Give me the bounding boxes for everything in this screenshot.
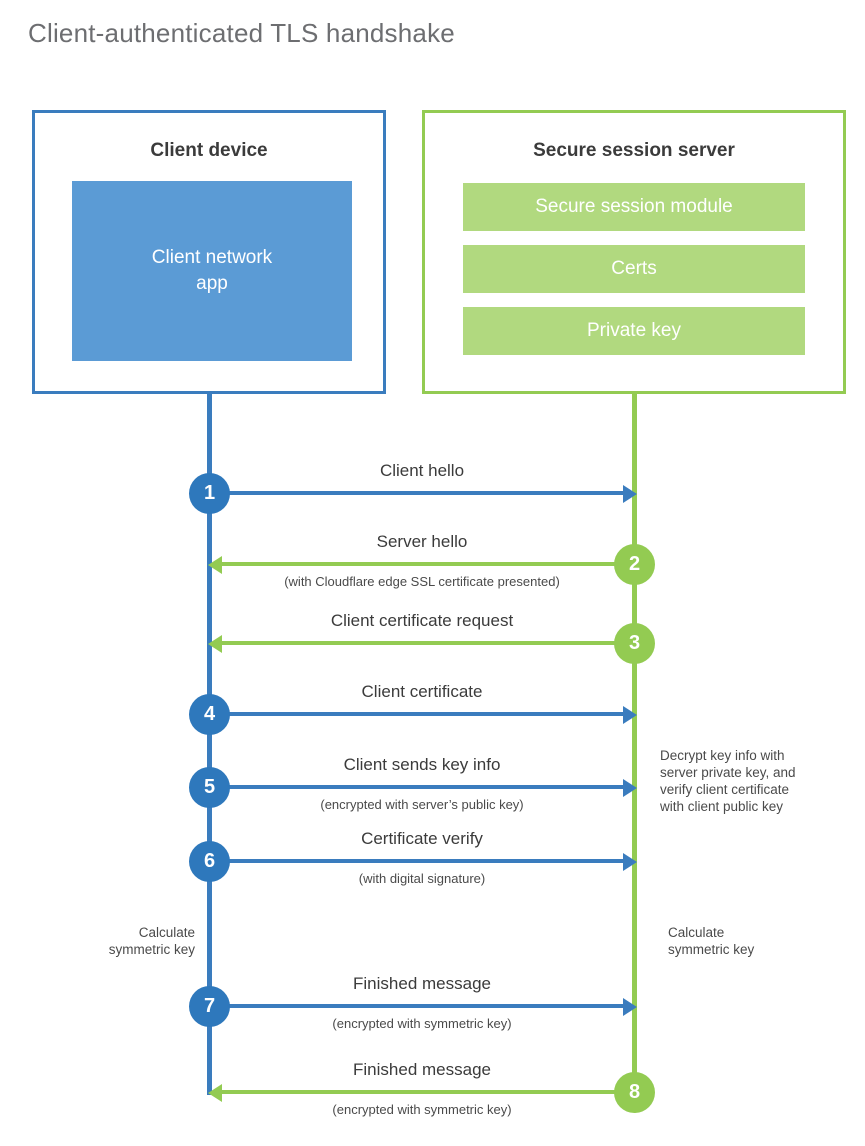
arrow-shaft-8 [218, 1090, 633, 1094]
calculate-symmetric-key-server-note: Calculate symmetric key [668, 924, 843, 958]
server-note-line3: verify client certificate [660, 782, 790, 797]
message-label-7: Finished message [353, 974, 491, 993]
server-component-private-key: Private key [463, 307, 805, 355]
message-sublabel-2: (with Cloudflare edge SSL certificate pr… [284, 574, 560, 589]
message-label-5: Client sends key info [343, 755, 501, 774]
arrow-shaft-5 [210, 785, 625, 789]
message-sublabel-6: (with digital signature) [358, 871, 486, 886]
arrow-shaft-2 [218, 562, 633, 566]
client-lifeline [207, 392, 212, 1095]
arrow-head-right-icon-6 [623, 853, 637, 871]
page-title: Client-authenticated TLS handshake [28, 18, 455, 48]
arrow-shaft-3 [218, 641, 633, 645]
arrow-head-right-icon-7 [623, 998, 637, 1016]
server-decrypt-note: Decrypt key info with server private key… [660, 747, 840, 815]
calc-left-line1: Calculate [138, 925, 195, 940]
arrow-head-left-icon-8 [208, 1084, 222, 1102]
server-note-line1: Decrypt key info with [660, 748, 785, 763]
client-device-title: Client device [150, 140, 268, 161]
step-circle-1: 1 [189, 473, 230, 514]
server-note-line4: with client public key [660, 799, 784, 814]
message-label-4: Client certificate [361, 682, 483, 701]
arrow-head-left-icon-3 [208, 635, 222, 653]
step-circle-6: 6 [189, 841, 230, 882]
arrow-head-left-icon-2 [208, 556, 222, 574]
server-component-secure-session-module: Secure session module [463, 183, 805, 231]
calc-right-line1: Calculate [668, 925, 725, 940]
step-circle-7: 7 [189, 986, 230, 1027]
arrow-shaft-7 [210, 1004, 625, 1008]
step-circle-5: 5 [189, 767, 230, 808]
calculate-symmetric-key-client-note: Calculate symmetric key [40, 924, 195, 958]
step-circle-4: 4 [189, 694, 230, 735]
server-note-line2: server private key, and [660, 765, 796, 780]
calc-left-line2: symmetric key [108, 942, 195, 957]
calc-right-line2: symmetric key [668, 942, 755, 957]
arrow-head-right-icon-4 [623, 706, 637, 724]
message-sublabel-8: (encrypted with symmetric key) [332, 1102, 512, 1117]
client-device-box: Client device Client network app [32, 110, 386, 394]
client-app-label-line2: app [196, 273, 228, 294]
message-label-8: Finished message [353, 1060, 491, 1079]
arrow-shaft-4 [210, 712, 625, 716]
step-circle-2: 2 [614, 544, 655, 585]
arrow-head-right-icon-1 [623, 485, 637, 503]
server-component-certs: Certs [463, 245, 805, 293]
message-label-3: Client certificate request [330, 611, 514, 630]
secure-session-server-box: Secure session server Secure session mod… [422, 110, 846, 394]
step-circle-3: 3 [614, 623, 655, 664]
arrow-shaft-1 [210, 491, 625, 495]
arrow-head-right-icon-5 [623, 779, 637, 797]
client-app-label-line1: Client network [151, 247, 273, 268]
step-circle-8: 8 [614, 1072, 655, 1113]
message-sublabel-5: (encrypted with server’s public key) [320, 797, 524, 812]
secure-session-server-title: Secure session server [533, 140, 735, 161]
server-lifeline [632, 392, 637, 1094]
message-label-2: Server hello [376, 532, 468, 551]
message-sublabel-7: (encrypted with symmetric key) [332, 1016, 512, 1031]
message-label-6: Certificate verify [361, 829, 483, 848]
message-label-1: Client hello [379, 461, 465, 480]
arrow-shaft-6 [210, 859, 625, 863]
client-network-app-block: Client network app [72, 181, 352, 361]
